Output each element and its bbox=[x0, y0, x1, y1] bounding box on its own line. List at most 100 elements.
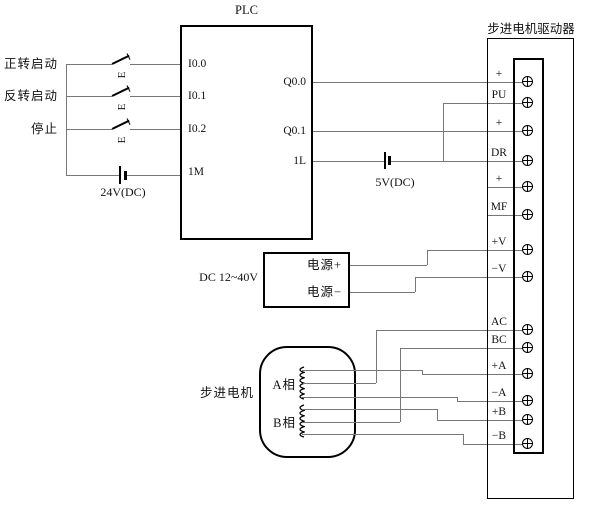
wire-i00-b bbox=[130, 64, 180, 65]
wire-ac-riser bbox=[376, 330, 377, 383]
wire-stub-plus bbox=[487, 187, 523, 188]
wire-a-minus-step bbox=[457, 397, 458, 401]
plc-pin-1m: 1M bbox=[188, 166, 204, 178]
battery-5v-icon bbox=[388, 156, 391, 165]
wire-vminus-b bbox=[415, 277, 523, 278]
wire-b-plus-b bbox=[437, 420, 523, 421]
terminal-label-plus3: + bbox=[495, 173, 503, 185]
terminal-screw-icon bbox=[522, 368, 533, 379]
wire-vminus-step bbox=[415, 277, 416, 292]
wire-vplus-step bbox=[427, 250, 428, 265]
driver-terminal-strip bbox=[513, 58, 544, 454]
wire-to-ac bbox=[376, 330, 523, 331]
wire-1l-a bbox=[313, 161, 384, 162]
terminal-screw-icon bbox=[522, 324, 533, 335]
pushbutton-contact-icon bbox=[111, 54, 130, 65]
terminal-screw-icon bbox=[522, 414, 533, 425]
terminal-label-ac: AC bbox=[491, 316, 507, 328]
wire-b-plus-lead bbox=[302, 409, 437, 410]
wire-i01-a bbox=[66, 96, 112, 97]
wire-to-pu bbox=[443, 103, 523, 104]
terminal-label-pu: PU bbox=[491, 89, 507, 101]
terminal-label-vplus: +V bbox=[491, 236, 507, 248]
contact-tick-icon bbox=[126, 117, 131, 125]
terminal-label-bplus: +B bbox=[491, 406, 507, 418]
phase-b-label: B相 bbox=[273, 416, 296, 430]
wire-i02-a bbox=[66, 129, 112, 130]
terminal-label-plus2: + bbox=[495, 117, 503, 129]
wire-stub-mf bbox=[487, 215, 523, 216]
power-minus-label: 电源− bbox=[306, 285, 342, 299]
battery-5v-label: 5V(DC) bbox=[375, 175, 415, 189]
wire-b-minus-lead bbox=[302, 434, 463, 435]
wire-to-bc bbox=[400, 348, 523, 349]
terminal-screw-icon bbox=[522, 244, 533, 255]
terminal-screw-icon bbox=[522, 76, 533, 87]
driver-box bbox=[487, 38, 574, 499]
plc-pin-i02: I0.2 bbox=[188, 123, 207, 135]
battery-24v-icon bbox=[119, 166, 121, 184]
wire-b-minus-step bbox=[463, 434, 464, 444]
wire-b-plus-step bbox=[437, 409, 438, 420]
wire-input-bus bbox=[66, 64, 67, 176]
wire-a-common-lead bbox=[303, 383, 376, 384]
plc-pin-i00: I0.0 bbox=[188, 58, 207, 70]
wire-vplus-b bbox=[427, 250, 523, 251]
plc-title: PLC bbox=[235, 3, 258, 17]
wire-a-plus-b bbox=[422, 374, 523, 375]
plc-box bbox=[180, 25, 313, 240]
terminal-screw-icon bbox=[522, 209, 533, 220]
terminal-label-dr: DR bbox=[491, 147, 507, 159]
pushbutton-operator-icon: E bbox=[116, 71, 128, 79]
wire-1l-to-dr bbox=[390, 161, 523, 162]
power-plus-label: 电源+ bbox=[306, 258, 342, 272]
wire-a-plus-lead bbox=[302, 370, 422, 371]
motor-box bbox=[259, 346, 356, 458]
pushbutton-operator-icon: E bbox=[116, 136, 128, 144]
wire-i02-b bbox=[130, 129, 180, 130]
wire-q00-to-plus bbox=[313, 82, 523, 83]
terminal-screw-icon bbox=[522, 155, 533, 166]
pushbutton-contact-icon bbox=[111, 119, 130, 130]
battery-5v-icon bbox=[384, 152, 386, 169]
wire-b-minus-b bbox=[463, 444, 523, 445]
button-label-stop: 停止 bbox=[30, 122, 58, 136]
driver-title: 步进电机驱动器 bbox=[487, 22, 575, 36]
plc-pin-q00: Q0.0 bbox=[283, 76, 306, 88]
wire-1m-b bbox=[126, 175, 180, 176]
power-supply-label: DC 12~40V bbox=[199, 270, 258, 284]
pushbutton-operator-icon: E bbox=[116, 103, 128, 111]
phase-a-label: A相 bbox=[272, 378, 296, 392]
terminal-screw-icon bbox=[522, 97, 533, 108]
wire-a-minus-lead bbox=[302, 397, 457, 398]
terminal-label-plus1: + bbox=[495, 68, 503, 80]
battery-24v-label: 24V(DC) bbox=[100, 185, 146, 199]
terminal-screw-icon bbox=[522, 438, 533, 449]
terminal-label-bc: BC bbox=[491, 334, 507, 346]
wire-a-plus-step bbox=[422, 370, 423, 374]
terminal-screw-icon bbox=[522, 125, 533, 136]
terminal-screw-icon bbox=[522, 181, 533, 192]
terminal-screw-icon bbox=[522, 395, 533, 406]
wire-i01-b bbox=[130, 96, 180, 97]
wire-vminus-a bbox=[350, 292, 415, 293]
terminal-screw-icon bbox=[522, 342, 533, 353]
terminal-label-bminus: −B bbox=[491, 430, 507, 442]
button-label-reverse: 反转启动 bbox=[3, 89, 58, 103]
terminal-label-vminus: −V bbox=[491, 263, 507, 275]
contact-tick-icon bbox=[126, 84, 131, 92]
terminal-label-mf: MF bbox=[490, 201, 508, 213]
wire-q01-to-plus bbox=[313, 131, 523, 132]
terminal-label-aminus: −A bbox=[491, 387, 507, 399]
wire-i00-a bbox=[66, 64, 112, 65]
terminal-screw-icon bbox=[522, 271, 533, 282]
wire-vplus-a bbox=[350, 265, 427, 266]
terminal-label-aplus: +A bbox=[491, 360, 507, 372]
wire-a-minus-b bbox=[457, 401, 523, 402]
wire-b-common-lead bbox=[303, 422, 400, 423]
contact-tick-icon bbox=[126, 52, 131, 60]
wire-bc-riser bbox=[400, 348, 401, 422]
wire-pu-branch bbox=[443, 103, 444, 161]
wire-1m-a bbox=[66, 175, 120, 176]
